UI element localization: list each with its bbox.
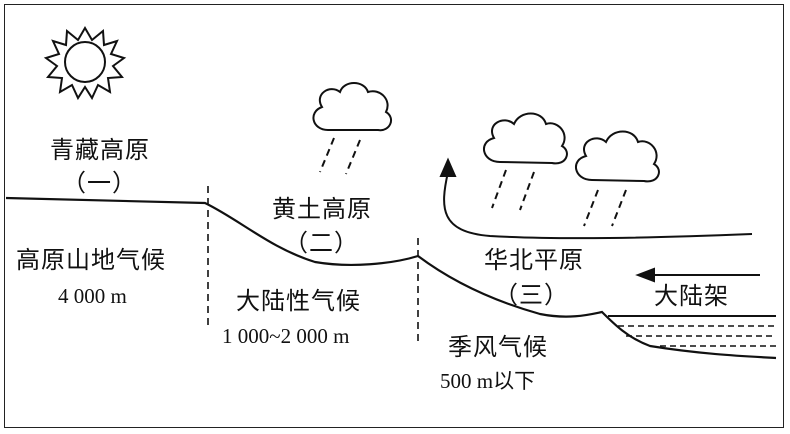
shelf-arrow-icon bbox=[638, 269, 760, 281]
region-1-climate: 高原山地气候 bbox=[16, 248, 166, 272]
region-3-climate: 季风气候 bbox=[448, 335, 548, 359]
sun-icon bbox=[46, 28, 124, 98]
region-1-name: 青藏高原 bbox=[50, 138, 150, 162]
airflow-arrow-icon bbox=[441, 160, 752, 238]
region-2-number: （二） bbox=[284, 231, 359, 255]
region-2-elevation: 1 000~2 000 m bbox=[222, 326, 349, 347]
terrain-profile bbox=[6, 198, 776, 358]
rain-cloud-icon bbox=[313, 83, 391, 174]
region-3-name: 华北平原 bbox=[484, 248, 584, 272]
region-2-name: 黄土高原 bbox=[272, 197, 372, 221]
region-1-number: （一） bbox=[62, 171, 137, 195]
sea-water-icon bbox=[608, 316, 776, 346]
region-3-elevation: 500 m以下 bbox=[440, 371, 535, 392]
continental-shelf-label: 大陆架 bbox=[654, 284, 729, 308]
region-2-climate: 大陆性气候 bbox=[236, 289, 361, 313]
region-3-number: （三） bbox=[494, 283, 569, 307]
region-1-elevation: 4 000 m bbox=[58, 286, 127, 307]
rain-cloud-icon bbox=[484, 114, 567, 211]
rain-cloud-icon bbox=[576, 132, 659, 227]
